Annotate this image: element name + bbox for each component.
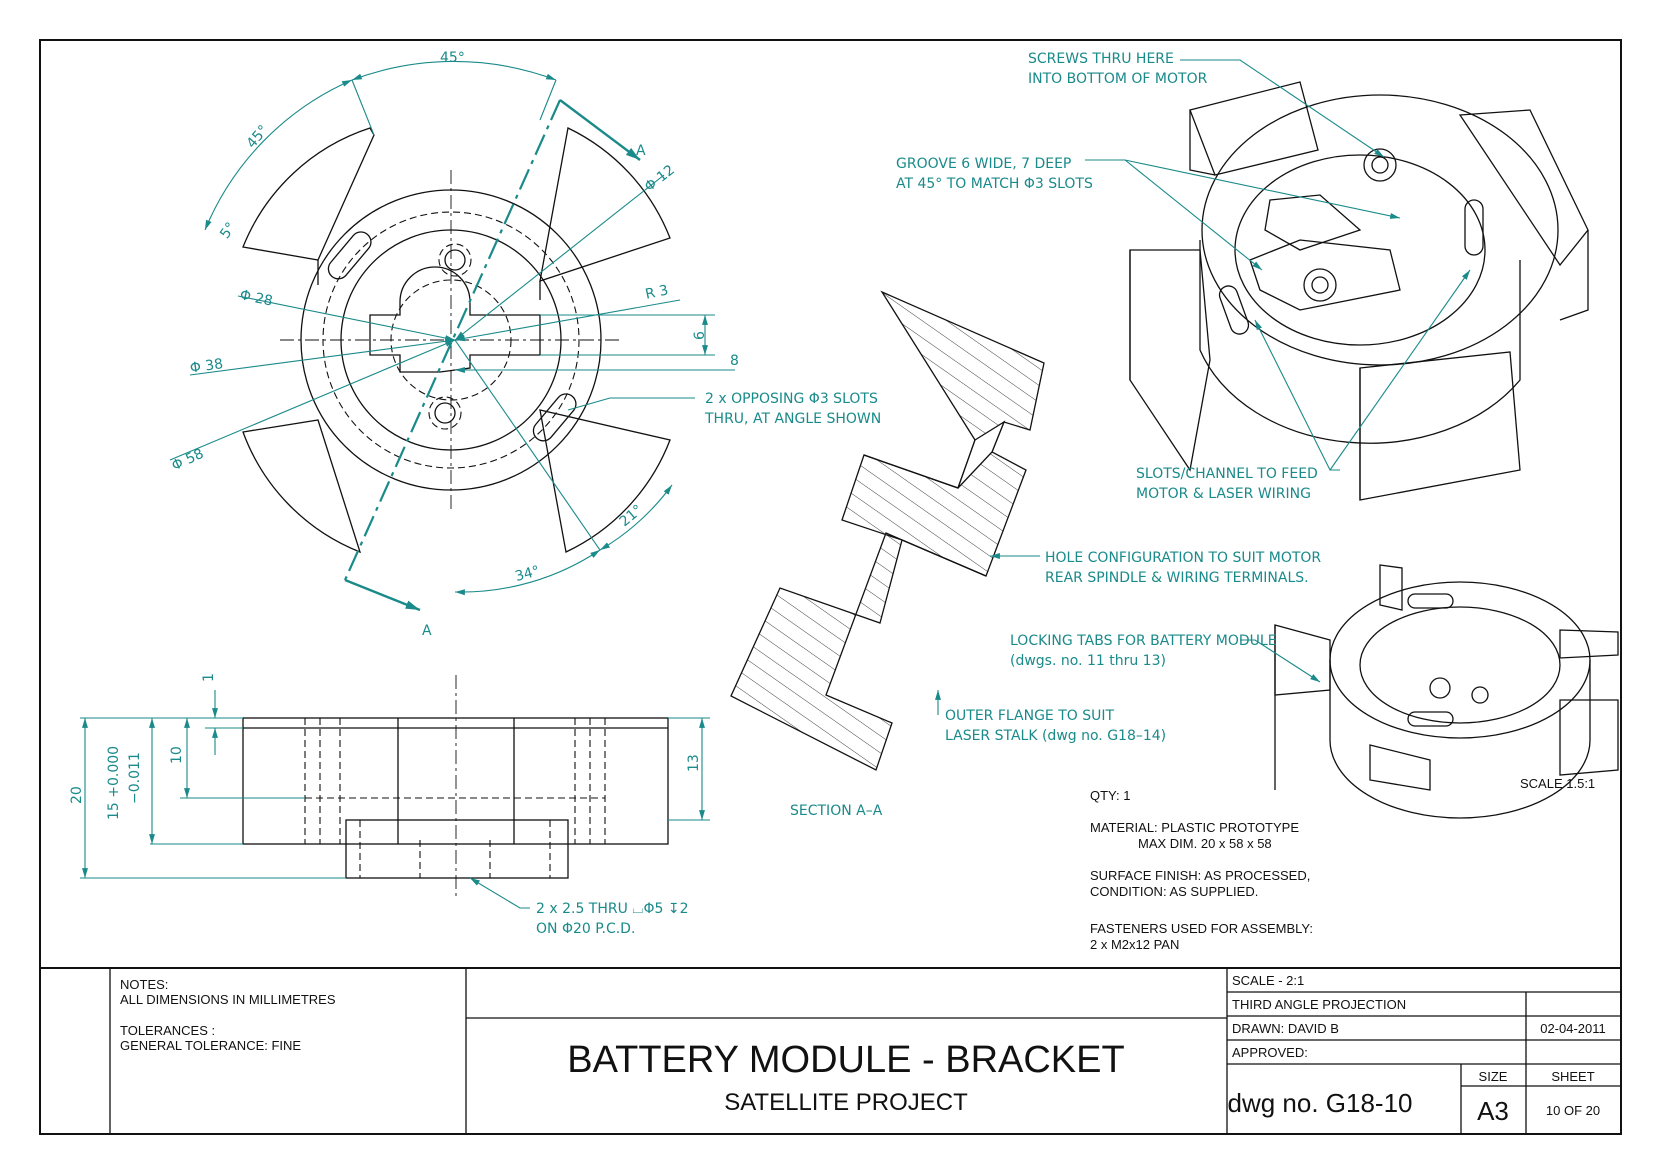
iso-scale: SCALE 1.5:1	[1520, 776, 1595, 791]
angle-21-label: 21°	[617, 502, 646, 530]
hole-note-line1: 2 x 2.5 THRU ⌴Φ5 ↧2	[536, 901, 689, 917]
plan-view: A A 45° 45° 5° Φ 12 Φ 28 Φ 38 Φ 58 R 3 6…	[169, 50, 881, 639]
groove-note-line1: GROOVE 6 WIDE, 7 DEEP	[896, 156, 1071, 172]
dia-58-label: Φ 58	[169, 446, 206, 475]
notes-line1: ALL DIMENSIONS IN MILLIMETRES	[120, 992, 336, 1007]
qty-text: QTY: 1	[1090, 788, 1130, 803]
dim-10-label: 10	[169, 746, 185, 764]
size-label: SIZE	[1479, 1069, 1508, 1084]
hole-note-line2: ON Φ20 P.C.D.	[536, 921, 635, 937]
section-label-top: A	[636, 143, 646, 159]
drawing-title: BATTERY MODULE - BRACKET	[567, 1039, 1124, 1081]
sheet-label: SHEET	[1551, 1069, 1594, 1084]
scale-text: SCALE - 2:1	[1232, 973, 1304, 988]
dia-12-label: Φ 12	[642, 162, 678, 195]
dwg-number: dwg no. G18-10	[1227, 1088, 1412, 1118]
screws-note-line2: INTO BOTTOM OF MOTOR	[1028, 71, 1208, 87]
flange-note-line2: LASER STALK (dwg no. G18–14)	[945, 728, 1166, 744]
locking-tabs-line1: LOCKING TABS FOR BATTERY MODULE	[1010, 633, 1277, 649]
fasteners-text: FASTENERS USED FOR ASSEMBLY:	[1090, 921, 1313, 936]
dim-8-label: 8	[730, 353, 739, 369]
slots-note-line2: THRU, AT ANGLE SHOWN	[704, 411, 881, 427]
title-block: NOTES: ALL DIMENSIONS IN MILLIMETRES TOL…	[109, 968, 1621, 1134]
dia-28-label: Φ 28	[238, 287, 274, 310]
specs-block: QTY: 1 MATERIAL: PLASTIC PROTOTYPE MAX D…	[1090, 788, 1313, 952]
dim-15-label: 15 +0.000	[106, 746, 122, 820]
angle-45-top: 45°	[440, 50, 465, 66]
notes-label: NOTES:	[120, 977, 168, 992]
angle-34-label: 34°	[513, 563, 541, 585]
material-text: MATERIAL: PLASTIC PROTOTYPE	[1090, 820, 1299, 835]
drawing-subtitle: SATELLITE PROJECT	[724, 1089, 968, 1116]
tolerances-label: TOLERANCES :	[120, 1023, 215, 1038]
slots-channel-note-line1: SLOTS/CHANNEL TO FEED	[1136, 466, 1318, 482]
section-hole-note-line2: REAR SPINDLE & WIRING TERMINALS.	[1045, 570, 1309, 586]
angle-5: 5°	[217, 220, 239, 242]
locking-tabs-line2: (dwgs. no. 11 thru 13)	[1010, 653, 1166, 669]
approved-text: APPROVED:	[1232, 1045, 1308, 1060]
date-text: 02-04-2011	[1540, 1021, 1606, 1036]
slots-note-line1: 2 x OPPOSING Φ3 SLOTS	[705, 391, 878, 407]
drawn-by-text: DRAWN: DAVID B	[1232, 1021, 1339, 1036]
sheet-border	[39, 39, 1622, 1135]
finish-text: SURFACE FINISH: AS PROCESSED,	[1090, 868, 1310, 883]
dim-20-label: 20	[69, 786, 85, 804]
section-label-bottom: A	[422, 623, 432, 639]
size-value: A3	[1477, 1096, 1509, 1126]
sheet-value: 10 OF 20	[1546, 1103, 1600, 1118]
front-view: 20 15 +0.000 −0.011 10 1 13 2 x 2.5 THRU…	[69, 673, 710, 937]
slots-channel-note-line2: MOTOR & LASER WIRING	[1136, 486, 1311, 502]
angle-45-left: 45°	[244, 122, 272, 151]
max-dim-text: MAX DIM. 20 x 58 x 58	[1138, 836, 1272, 851]
projection-text: THIRD ANGLE PROJECTION	[1232, 997, 1406, 1012]
condition-text: CONDITION: AS SUPPLIED.	[1090, 884, 1258, 899]
groove-note-line2: AT 45° TO MATCH Φ3 SLOTS	[896, 176, 1093, 192]
iso-view-top: SCREWS THRU HERE INTO BOTTOM OF MOTOR GR…	[896, 51, 1589, 502]
dim-15-tol-label: −0.011	[127, 752, 143, 804]
dia-38-label: Φ 38	[189, 356, 224, 376]
section-view: SECTION A–A HOLE CONFIGURATION TO SUIT M…	[730, 290, 1321, 819]
screws-note-line1: SCREWS THRU HERE	[1028, 51, 1174, 67]
section-hole-note-line1: HOLE CONFIGURATION TO SUIT MOTOR	[1045, 550, 1321, 566]
tolerances-line1: GENERAL TOLERANCE: FINE	[120, 1038, 301, 1053]
section-title: SECTION A–A	[790, 803, 883, 819]
flange-note-line1: OUTER FLANGE TO SUIT	[945, 708, 1114, 724]
iso-view-bottom: LOCKING TABS FOR BATTERY MODULE (dwgs. n…	[1010, 564, 1619, 819]
fasteners-detail: 2 x M2x12 PAN	[1090, 937, 1179, 952]
dim-13-label: 13	[686, 754, 702, 772]
r3-label: R 3	[644, 282, 670, 302]
dim-1-label: 1	[201, 673, 217, 682]
dim-6-label: 6	[692, 331, 708, 340]
